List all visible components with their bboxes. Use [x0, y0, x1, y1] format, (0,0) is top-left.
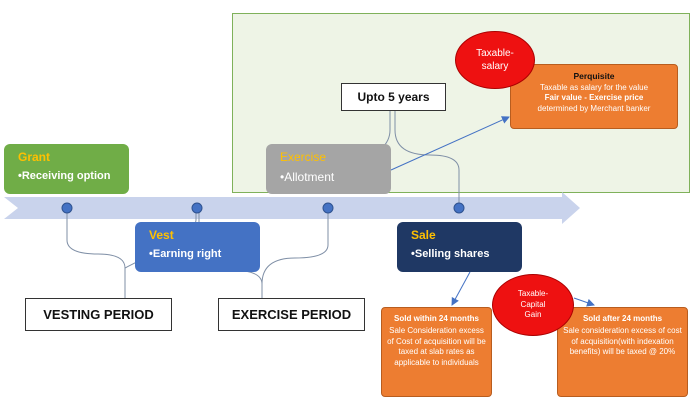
sold-within-text: Sale Consideration excess of Cost of acq… [387, 326, 486, 367]
sold-after-24-box: Sold after 24 months Sale consideration … [557, 307, 688, 397]
arrow-to-sold-within [451, 271, 471, 306]
stage-exercise-title: Exercise [280, 150, 327, 164]
taxable-capital-line2: Capital [520, 299, 546, 309]
perquisite-line1: Taxable as salary for the value [539, 83, 649, 93]
perquisite-box: Perquisite Taxable as salary for the val… [510, 64, 678, 129]
stage-vest: Vest •Earning right [135, 222, 260, 272]
upto-5-years-label: Upto 5 years [341, 83, 446, 111]
vesting-period-label: VESTING PERIOD [25, 298, 172, 331]
exercise-period-label: EXERCISE PERIOD [218, 298, 365, 331]
stage-vest-title: Vest [149, 228, 174, 242]
sold-within-24-box: Sold within 24 months Sale Consideration… [381, 307, 492, 397]
vesting-bracket [66, 208, 126, 298]
upto-bracket-right [394, 111, 460, 208]
stage-sale-sub: •Selling shares [411, 248, 490, 260]
taxable-capital-line3: Gain [524, 310, 542, 320]
timeline-dot-vest [191, 202, 203, 214]
timeline-dot-sale [453, 202, 465, 214]
sold-after-text: Sale consideration excess of cost of acq… [563, 326, 682, 357]
stage-exercise-sub: •Allotment [280, 170, 335, 184]
timeline-dot-grant [61, 202, 73, 214]
sold-after-title: Sold after 24 months [582, 314, 663, 323]
stage-sale-title: Sale [411, 228, 436, 242]
perquisite-line2: Fair value - Exercise price [544, 93, 644, 103]
stage-grant-sub: •Receiving option [18, 170, 111, 182]
timeline-dot-exercise [322, 202, 334, 214]
stage-grant: Grant •Receiving option [4, 144, 129, 194]
taxable-capital-gain-circle: Taxable- Capital Gain [492, 274, 574, 336]
arrow-to-sold-after [573, 297, 595, 307]
perquisite-line3: determined by Merchant banker [537, 103, 651, 113]
perquisite-title: Perquisite [573, 71, 615, 81]
stage-vest-sub: •Earning right [149, 248, 222, 260]
stage-exercise: Exercise •Allotment [266, 144, 391, 194]
taxable-salary-circle: Taxable- salary [455, 31, 535, 89]
taxable-capital-line1: Taxable- [517, 288, 549, 298]
sold-within-title: Sold within 24 months [394, 314, 479, 323]
stage-sale: Sale •Selling shares [397, 222, 522, 272]
timeline-arrow [4, 192, 580, 224]
taxable-salary-line1: Taxable- [476, 47, 514, 59]
arrow-to-perquisite [390, 116, 510, 171]
exercise-bracket-right [261, 208, 329, 285]
stage-grant-title: Grant [18, 150, 51, 164]
taxable-salary-line2: salary [481, 61, 509, 72]
